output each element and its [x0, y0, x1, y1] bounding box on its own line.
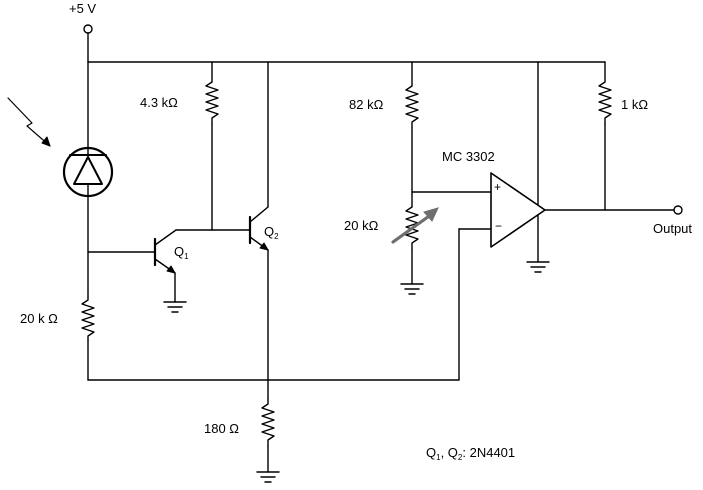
resistor-82k	[405, 85, 419, 129]
q2-sub: 2	[274, 232, 279, 241]
q1-label: Q1	[174, 245, 189, 261]
q2-label: Q2	[264, 225, 279, 241]
q1-emitter-arrow	[166, 265, 176, 274]
q2-collector	[249, 206, 269, 223]
pot-adjust-arrowhead	[423, 207, 439, 222]
q1-collector	[154, 229, 177, 246]
note-part: : 2N4401	[462, 445, 516, 460]
resistor-20k-left-label: 20 k Ω	[20, 311, 58, 326]
opamp-minus-label: −	[495, 219, 503, 233]
q2-letter: Q	[264, 224, 275, 239]
light-arrow	[7, 97, 51, 147]
output-label: Output	[653, 221, 693, 236]
resistor-180-label: 180 Ω	[204, 421, 240, 436]
resistor-180	[261, 399, 275, 447]
resistor-1k	[598, 81, 612, 125]
note-q1-sub: 1	[436, 453, 441, 462]
transistor-note: Q1, Q2: 2N4401	[426, 446, 515, 462]
resistor-pot	[405, 206, 419, 251]
output-terminal	[673, 205, 683, 215]
resistor-4k3-label: 4.3 kΩ	[140, 95, 178, 110]
q1-letter: Q	[174, 244, 185, 259]
pot-label: 20 kΩ	[344, 218, 379, 233]
opamp-triangle	[490, 172, 546, 248]
resistor-82k-label: 82 kΩ	[349, 97, 384, 112]
supply-terminal	[83, 24, 93, 34]
photodiode-triangle	[73, 156, 103, 185]
supply-label: +5 V	[69, 1, 97, 16]
note-sep: , Q	[440, 445, 458, 460]
resistor-1k-label: 1 kΩ	[621, 97, 649, 112]
opamp-plus-label: +	[494, 180, 502, 194]
pot-adjust-arrow	[391, 212, 434, 244]
q2-emitter-arrow	[259, 242, 269, 251]
note-q2-sub: 2	[457, 453, 463, 462]
q1-sub: 1	[184, 252, 189, 261]
resistor-20k-left	[81, 295, 95, 341]
light-arrow-head	[41, 136, 51, 147]
resistor-4k3	[205, 81, 219, 125]
note-q1: Q	[426, 445, 437, 460]
opamp-label: MC 3302	[442, 149, 495, 164]
